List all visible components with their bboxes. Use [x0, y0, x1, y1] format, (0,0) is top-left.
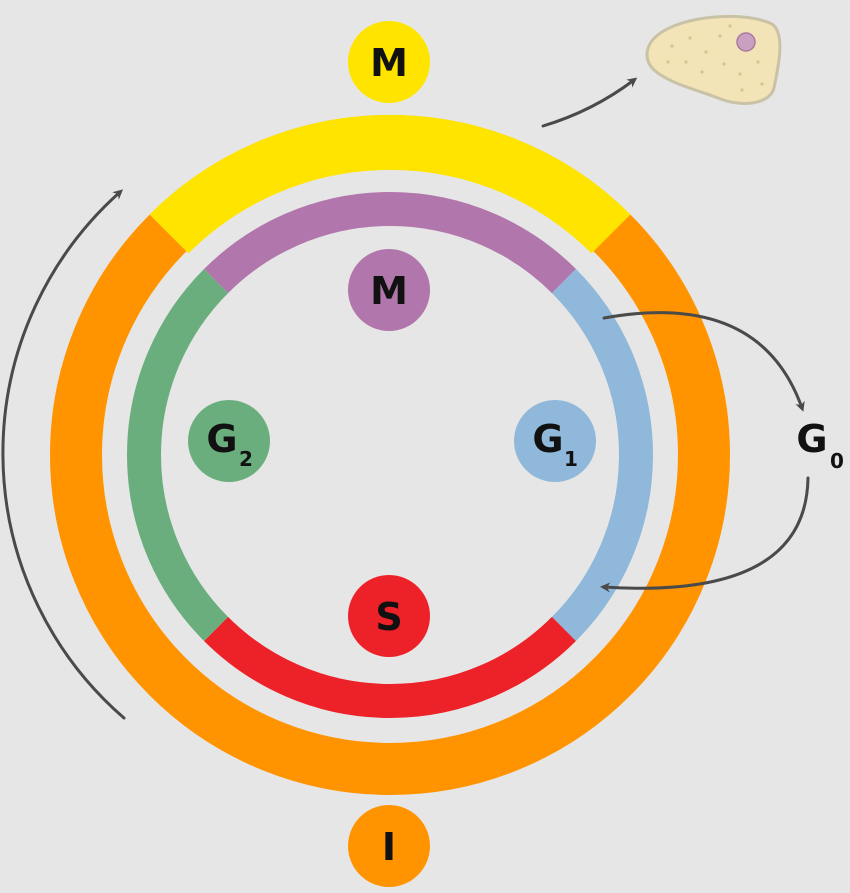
g0-to-g1-arrow [600, 476, 810, 593]
cell-icon [645, 15, 782, 105]
interphase-badge: I [348, 805, 430, 887]
interphase-outer-ring [50, 115, 730, 795]
g0-phase-label: G 0 [796, 417, 844, 473]
g1-to-g0-arrow [602, 311, 805, 412]
s-phase-badge: S [348, 575, 430, 657]
g1-phase-badge: G 1 [514, 400, 596, 482]
s-phase-inner-arc [204, 616, 576, 718]
g2-phase-badge-subscript: 2 [239, 447, 253, 471]
cycle-direction-arrow [1, 189, 126, 720]
g0-phase-label-text: G [796, 417, 827, 461]
m-phase-badge: M [348, 249, 430, 331]
g0-phase-label-subscript: 0 [830, 449, 844, 473]
exit-to-cell-arrow [541, 77, 638, 128]
m-phase-inner-arc [204, 192, 576, 294]
mitosis-outer-arc [149, 114, 631, 254]
g2-phase-badge: G 2 [188, 400, 270, 482]
s-phase-badge-label: S [375, 595, 402, 639]
g1-phase-badge-label: G [532, 417, 563, 461]
mitosis-badge-label: M [370, 41, 408, 85]
g2-phase-badge-label: G [206, 417, 237, 461]
g1-phase-badge-subscript: 1 [564, 447, 578, 471]
g1-phase-inner-arc [551, 269, 653, 641]
g2-phase-inner-arc [127, 269, 229, 641]
interphase-badge-label: I [382, 825, 396, 869]
mitosis-badge: M [348, 21, 430, 103]
m-phase-badge-label: M [370, 269, 408, 313]
